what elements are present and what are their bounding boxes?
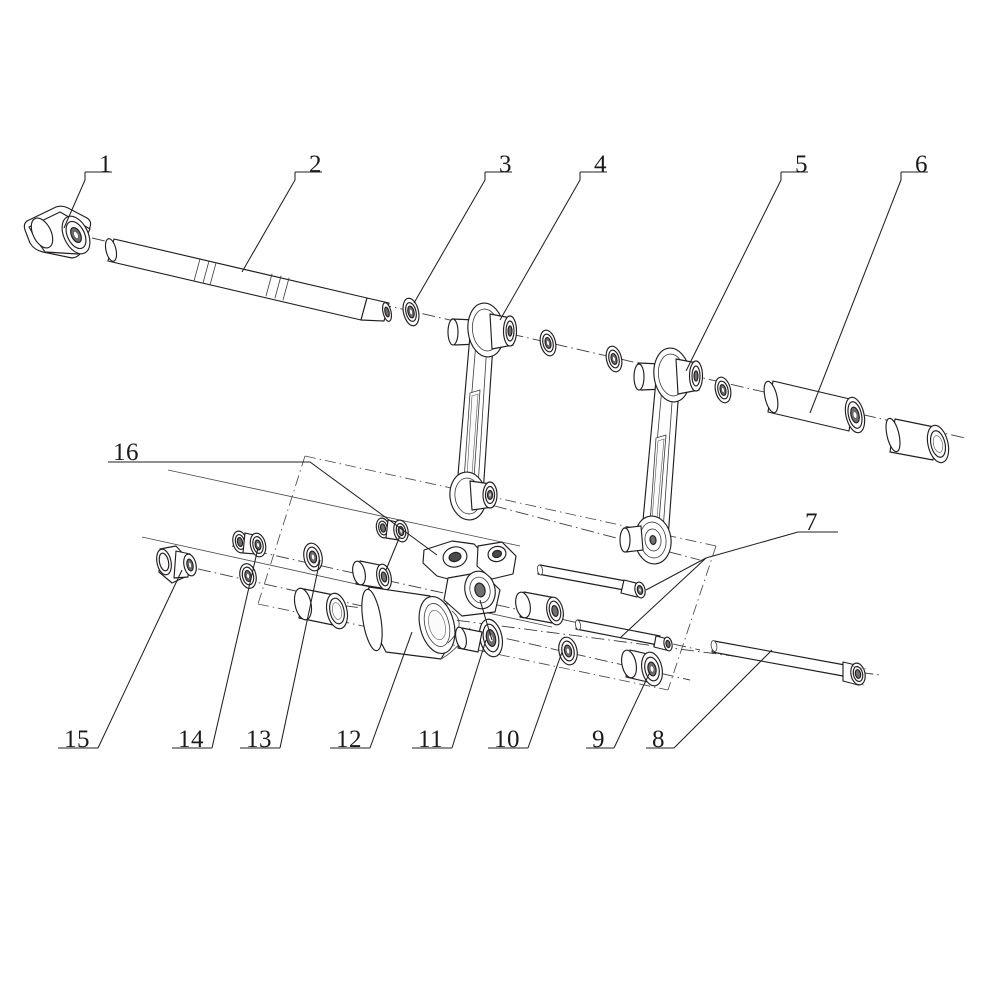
leader-line-14 <box>211 547 259 749</box>
shaft-grooves <box>193 258 290 301</box>
callout-6: 6 <box>915 151 928 178</box>
part-14-seal-washers <box>232 530 267 589</box>
callout-3: 3 <box>499 151 512 178</box>
part-15-stepped-bush <box>156 545 197 584</box>
part-8-pivot-bolt-lower <box>710 640 867 686</box>
leader-line-15 <box>97 569 183 749</box>
leader-line-13 <box>279 559 321 749</box>
callout-13: 13 <box>246 726 272 753</box>
part-9-collar-nut <box>620 649 663 687</box>
callout-9: 9 <box>592 726 605 753</box>
callout-7: 7 <box>805 509 818 536</box>
callout-2: 2 <box>309 151 322 178</box>
axis-mid-link <box>471 499 701 561</box>
spacer-washers-upper <box>539 329 623 373</box>
leader-line-1 <box>63 172 86 229</box>
callout-11: 11 <box>418 726 444 753</box>
sleeve-mid-right <box>515 591 564 626</box>
part-1-bushing-collar-left <box>23 205 92 259</box>
leader-aux-13 <box>385 535 401 571</box>
callout-10: 10 <box>494 726 520 753</box>
leader-line-8 <box>673 649 773 749</box>
leader-line-11 <box>451 639 487 749</box>
callout-12: 12 <box>336 726 362 753</box>
part-6-bushing-collar-right <box>885 417 950 464</box>
callout-5: 5 <box>795 151 808 178</box>
part-5-spacer-tube <box>763 380 866 434</box>
part-7-linkage-bolt-long <box>536 564 646 599</box>
leader-line-2 <box>241 172 296 273</box>
washer-pair-right <box>558 636 578 666</box>
leader-line-12 <box>369 631 413 749</box>
callout-8: 8 <box>652 726 665 753</box>
leader-line-10 <box>527 651 563 749</box>
part-2-grooved-shaft <box>104 238 393 322</box>
leader-aux-10 <box>479 599 493 641</box>
callout-4: 4 <box>594 151 607 178</box>
leader-line-4 <box>499 172 581 321</box>
constr-left-edge <box>257 455 306 605</box>
part-4-rocker-arm-front <box>447 302 518 521</box>
part-12-linkage-body <box>361 540 517 660</box>
constr-right-edge <box>667 545 717 691</box>
leader-line-16 <box>150 461 438 556</box>
part-13-needle-bearing <box>303 542 392 591</box>
callout-16: 16 <box>113 439 139 466</box>
part-5-rocker-arm-rear <box>619 347 704 565</box>
axis-lower-1 <box>175 563 691 681</box>
leader-line-6 <box>809 172 902 414</box>
leader-lines <box>58 171 928 749</box>
callout-15: 15 <box>64 726 90 753</box>
leader-line-7b <box>619 557 707 639</box>
leader-line-9 <box>613 671 651 749</box>
part-11-bearing-sleeve-left <box>293 587 349 630</box>
callout-14: 14 <box>178 726 204 753</box>
part-3-thrust-washer <box>402 297 420 327</box>
leader-line-3 <box>413 172 486 304</box>
constr-inner-b <box>167 469 521 547</box>
callout-1: 1 <box>99 151 112 178</box>
bolt-mid-row <box>574 619 673 652</box>
leader-line-5 <box>685 172 782 372</box>
washer-after-rear-arm <box>714 376 732 404</box>
